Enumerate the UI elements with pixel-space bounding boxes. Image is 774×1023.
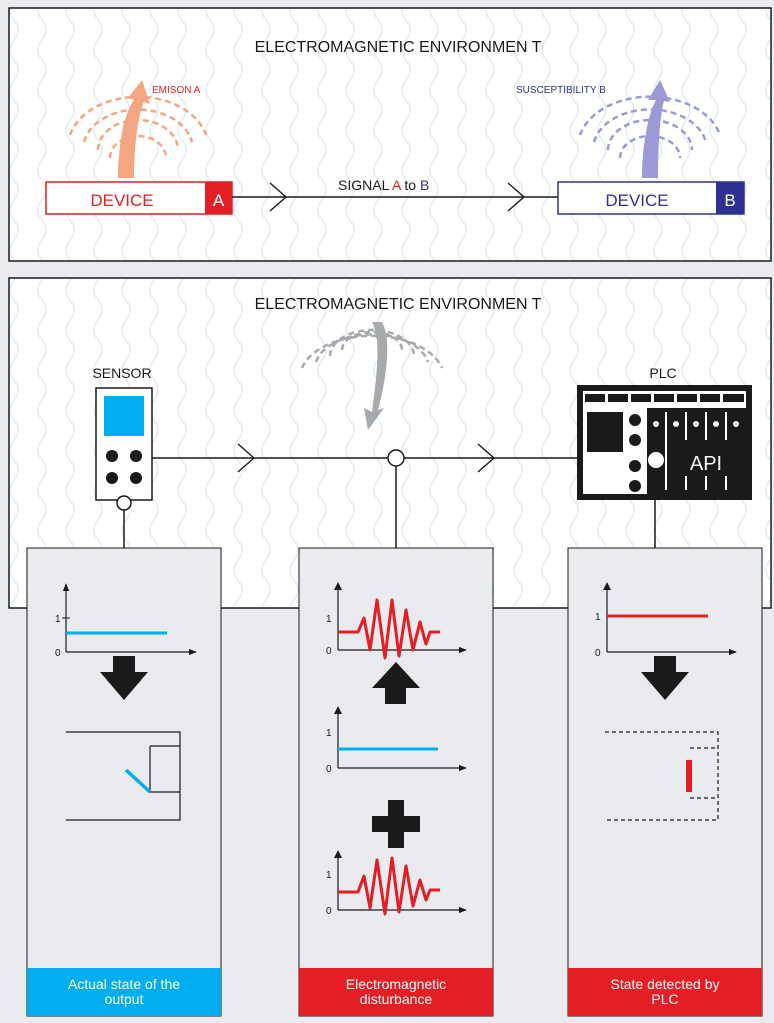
sensor-connector (116, 495, 132, 511)
plc-icon: API (577, 385, 752, 500)
plc-module-text: API (690, 453, 722, 475)
signal-chevron-icon (269, 182, 288, 212)
tick-one: 1 (326, 614, 332, 625)
column-detected-state: 1 0 (567, 547, 763, 1017)
tick-one: 1 (595, 612, 601, 623)
caption-disturbance: Electromagnetic disturbance (299, 968, 493, 1016)
column-disturbance: 1 0 1 0 1 0 (298, 547, 494, 1017)
signal-label: SIGNAL A to B (338, 177, 429, 193)
disturbance-waves (300, 328, 444, 369)
tick-one: 1 (326, 870, 332, 881)
device-a-label: DEVICE (90, 191, 153, 210)
device-a-tag: A (213, 191, 225, 210)
sensor-icon (95, 387, 153, 501)
switch-contact (124, 768, 152, 794)
tick-zero: 0 (326, 646, 332, 657)
tick-one: 1 (326, 728, 332, 739)
bus-chevron-icon (477, 443, 496, 473)
switch-contact-detected (686, 760, 692, 792)
plus-icon (372, 800, 420, 848)
susceptibility-arrow-icon (642, 80, 670, 178)
bus-junction (387, 449, 405, 467)
open-switch-icon (605, 731, 719, 821)
down-arrow-icon (641, 656, 689, 700)
disturbance-arrow-icon (364, 322, 388, 430)
caption-actual-state: Actual state of the output (27, 968, 221, 1016)
device-b-label: DEVICE (605, 191, 668, 210)
device-b: DEVICE B (557, 181, 745, 215)
up-arrow-icon (372, 662, 420, 704)
tick-zero: 0 (326, 906, 332, 917)
top-environment-title: ELECTROMAGNETIC ENVIRONMEN T (255, 39, 542, 56)
tick-one: 1 (55, 614, 61, 625)
plc-label: PLC (649, 365, 676, 381)
disturbance-trace (338, 856, 440, 916)
caption-detected-state: State detected by PLC (568, 968, 762, 1016)
device-b-tag: B (724, 191, 735, 210)
emission-arrow-icon (118, 80, 150, 178)
emission-label: EMISON A (152, 85, 201, 96)
sensor-label: SENSOR (92, 365, 151, 381)
signal-chevron-icon (507, 182, 526, 212)
bus-chevron-icon (237, 443, 256, 473)
noisy-signal-trace (338, 598, 440, 660)
device-a: DEVICE A (45, 181, 233, 215)
tick-zero: 0 (595, 648, 601, 659)
down-arrow-icon (100, 656, 148, 700)
top-panel: ELECTROMAGNETIC ENVIRONMEN T EMISON A SU… (8, 7, 772, 262)
tick-zero: 0 (55, 648, 61, 659)
tick-zero: 0 (326, 764, 332, 775)
bottom-environment-title: ELECTROMAGNETIC ENVIRONMEN T (255, 296, 542, 313)
susceptibility-label: SUSCEPTIBILITY B (516, 85, 606, 96)
column-actual-state: 1 0 (26, 547, 222, 1017)
